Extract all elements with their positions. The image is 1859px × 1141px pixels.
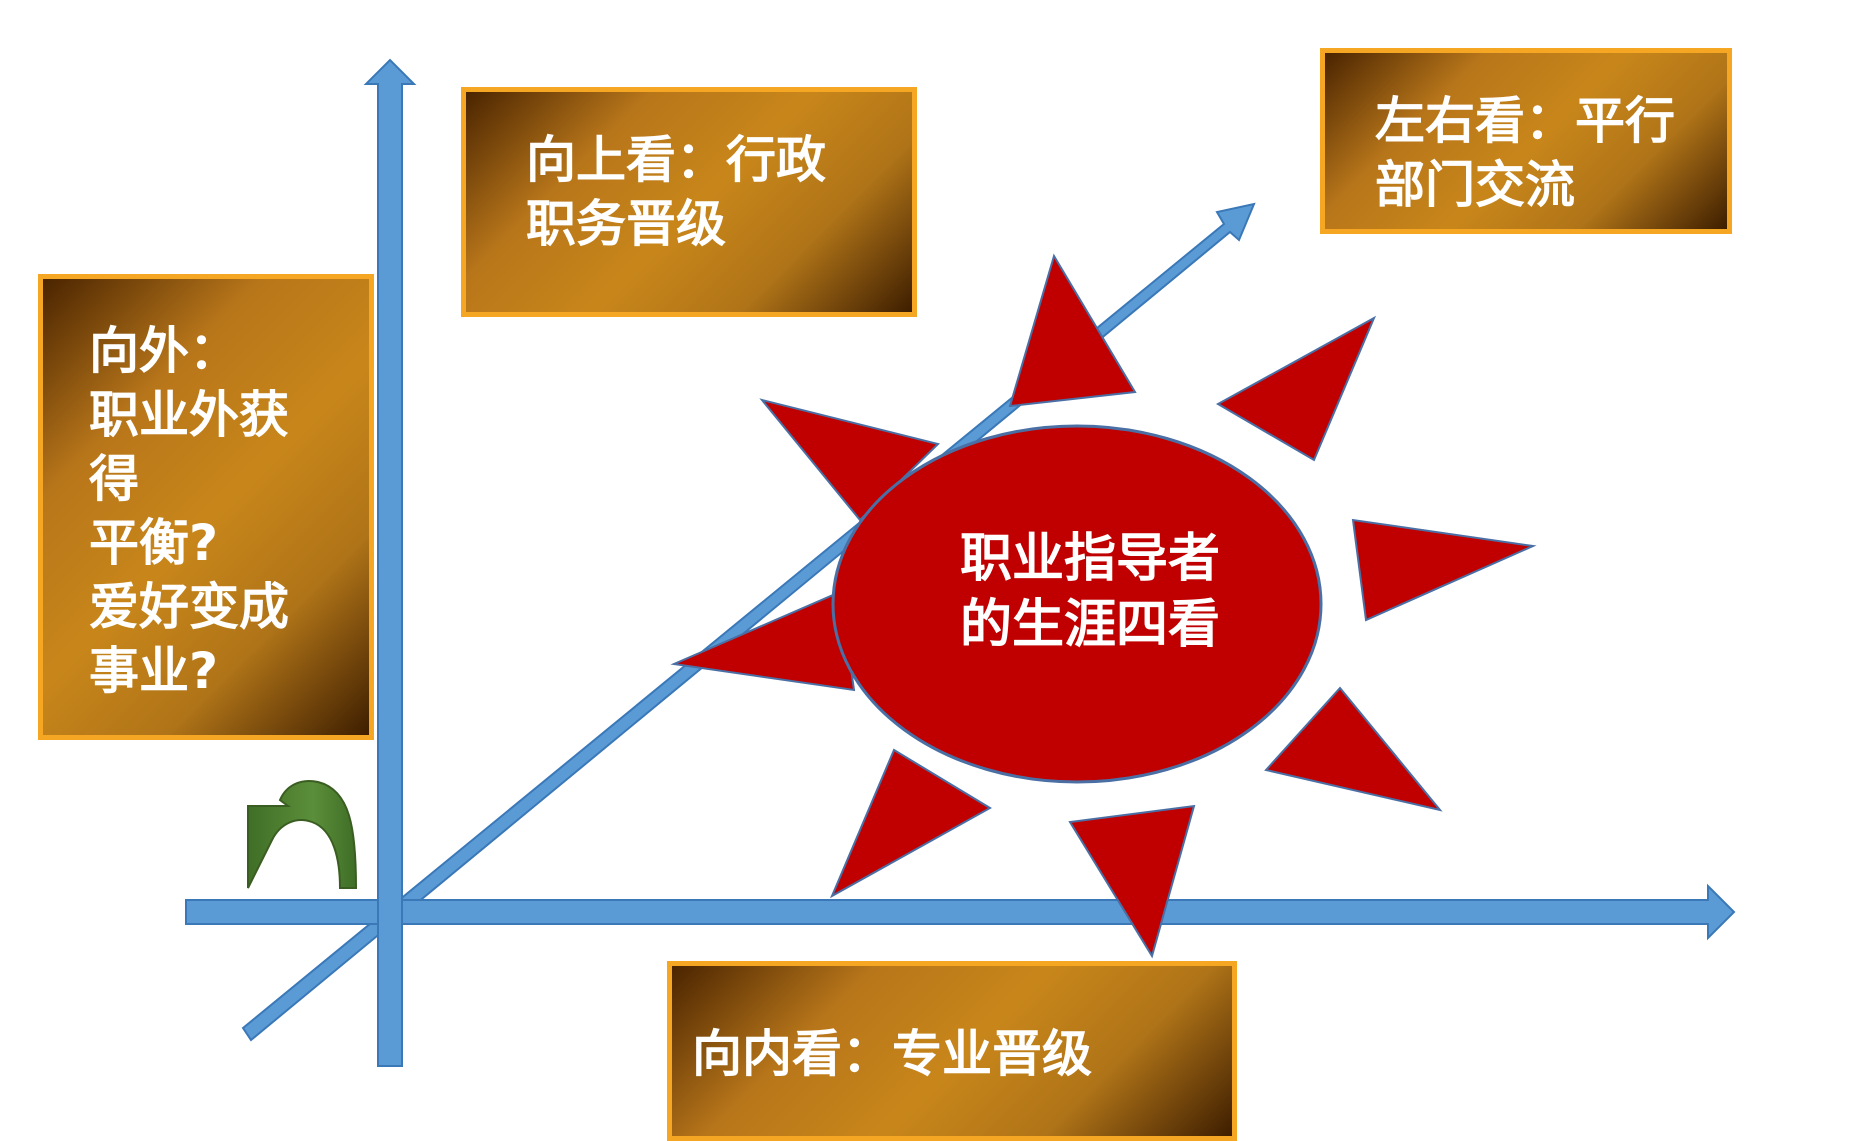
sun-rays bbox=[670, 253, 1537, 959]
sun-center bbox=[831, 424, 1323, 784]
center-title: 职业指导者 的生涯四看 bbox=[959, 529, 1220, 655]
sun-ray-bottom bbox=[1068, 804, 1196, 959]
look-up-label: 向上看：行政 职务晋级 bbox=[526, 131, 826, 253]
sun-ray-top bbox=[1008, 253, 1137, 408]
look-outward-box: 向外： 职业外获 得 平衡? 爱好变成 事业? bbox=[38, 274, 374, 740]
sun-ray-lower-right bbox=[1264, 686, 1443, 812]
sun-ray-upper-right bbox=[1215, 315, 1377, 462]
look-sideways-box: 左右看：平行 部门交流 bbox=[1320, 48, 1732, 234]
sun-ray-lower-left bbox=[829, 748, 992, 899]
look-up-box: 向上看：行政 职务晋级 bbox=[461, 87, 917, 317]
sun-ray-right bbox=[1351, 518, 1537, 622]
horizontal-axis-arrow bbox=[185, 883, 1736, 941]
look-inward-box: 向内看：专业晋级 bbox=[667, 961, 1237, 1141]
curved-arrow-icon bbox=[247, 780, 358, 889]
look-sideways-label: 左右看：平行 部门交流 bbox=[1375, 92, 1675, 214]
look-inward-label: 向内看：专业晋级 bbox=[692, 1025, 1092, 1083]
look-outward-label: 向外： 职业外获 得 平衡? 爱好变成 事业? bbox=[89, 322, 289, 700]
vertical-axis-arrow bbox=[363, 58, 417, 1067]
